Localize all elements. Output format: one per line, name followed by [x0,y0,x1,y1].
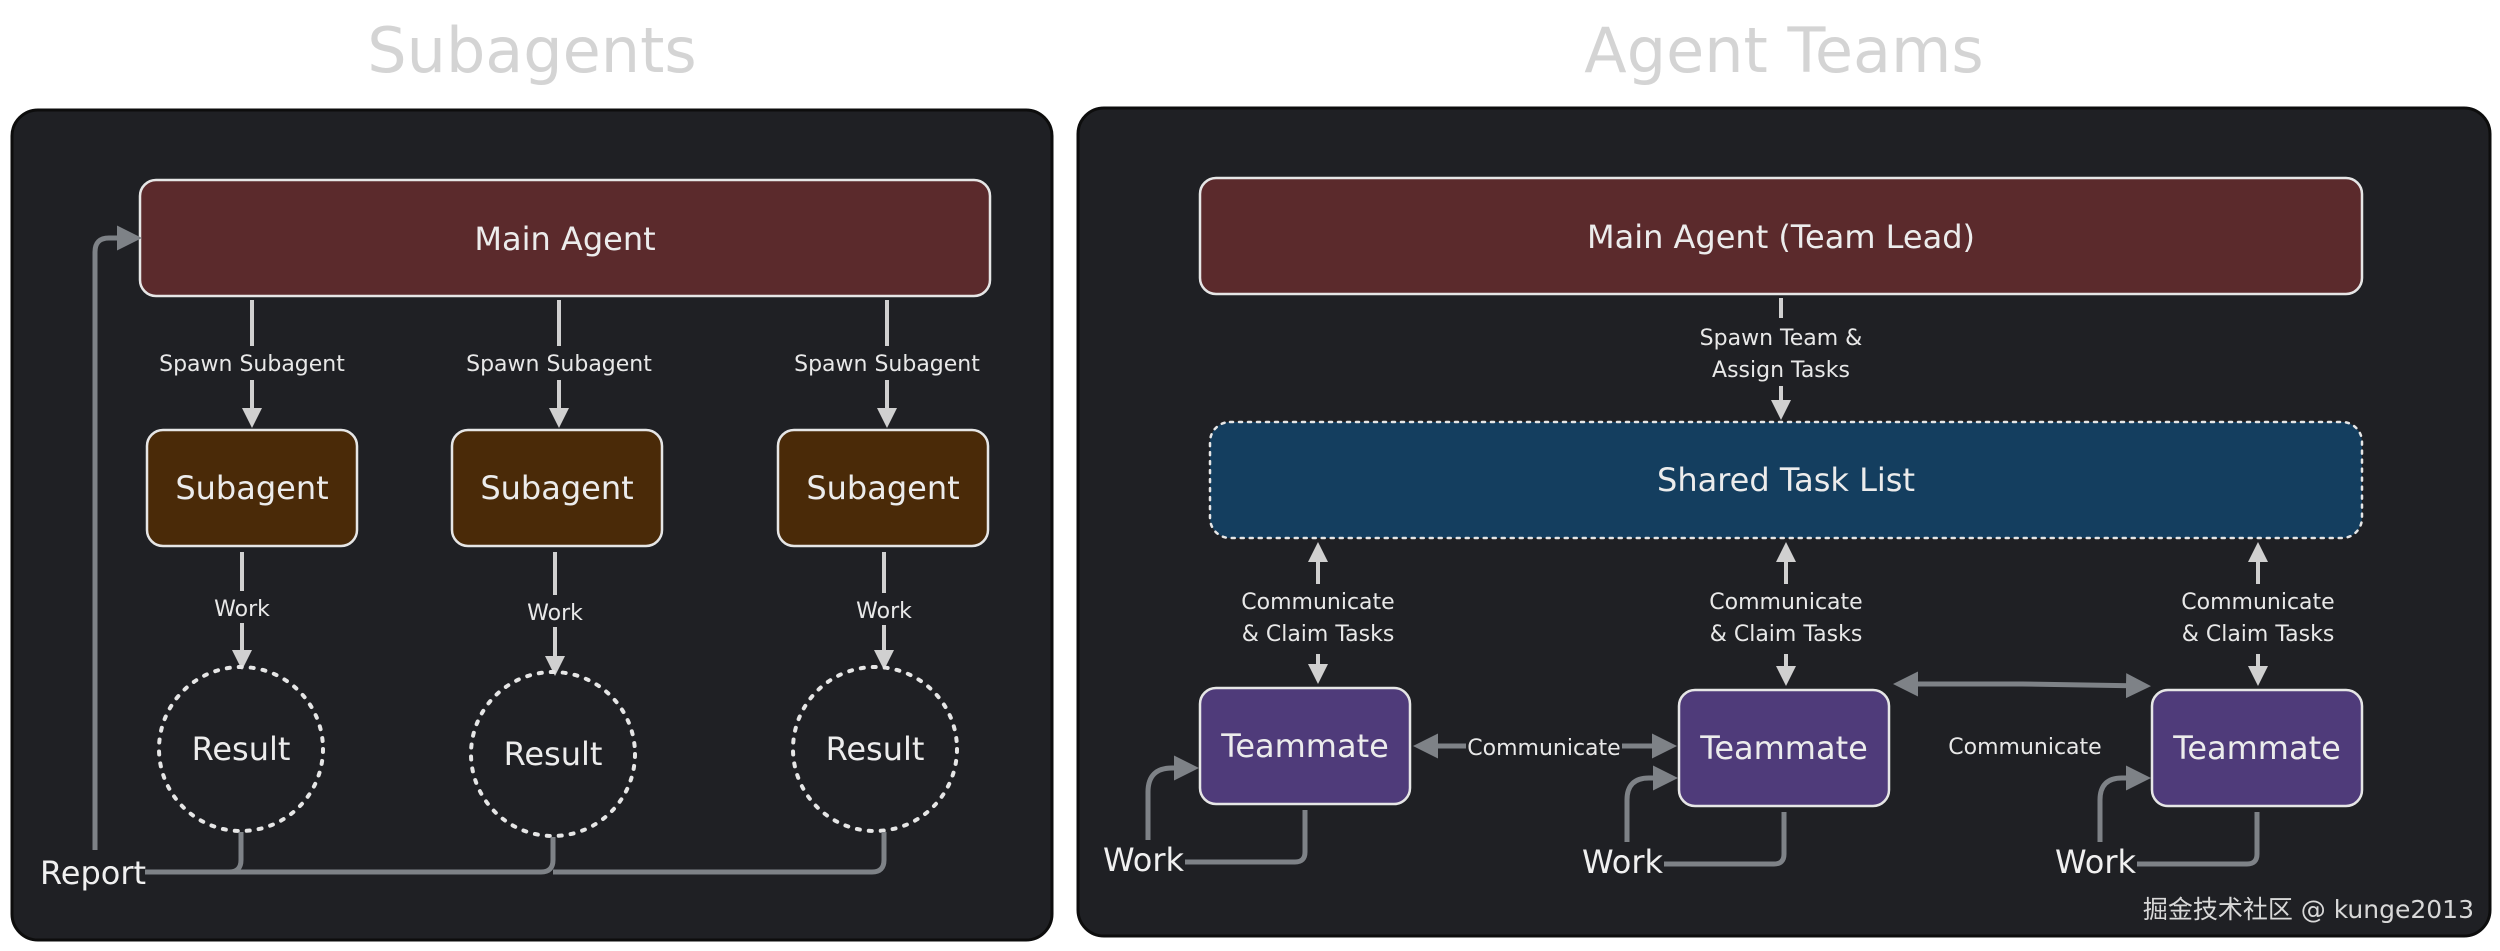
watermark: 掘金技术社区 @ kunge2013 [2143,895,2474,924]
teammate-label: Teammate [2172,729,2341,767]
result-label: Result [192,730,291,768]
claim-tasks-label-line2: & Claim Tasks [1242,622,1395,647]
team-lead-label: Main Agent (Team Lead) [1587,218,1975,256]
teammate-label: Teammate [1220,727,1389,765]
spawn-subagent-label: Spawn Subagent [159,352,345,377]
result-node: Result [791,665,959,833]
communicate-arrow [1893,671,2151,699]
spawn-subagent-label: Spawn Subagent [794,352,980,377]
claim-tasks-label-line1: Communicate [1709,590,1862,615]
work-loop-arrow [1145,768,1308,865]
teammate-box: Teammate [2150,688,2364,808]
communicate-label: Communicate [1467,736,1620,761]
work-label: Work [527,601,583,626]
result-node: Result [469,670,637,838]
teammate-box: Teammate [1677,688,1891,808]
main-agent-box: Main Agent [138,178,992,298]
spawn-team-label-line1: Spawn Team & [1700,326,1863,351]
shared-task-list-box: Shared Task List [1208,420,2364,540]
teammate-label: Teammate [1699,729,1868,767]
spawn-team-label-line2: Assign Tasks [1712,358,1850,383]
subagent-box: Subagent [450,428,664,548]
work-label: Work [856,599,912,624]
claim-tasks-label-line1: Communicate [1241,590,1394,615]
report-label: Report [40,854,146,892]
work-loop-arrow [1624,778,1787,867]
teammate-box: Teammate [1198,686,1412,806]
subagent-box: Subagent [145,428,359,548]
shared-task-list-label: Shared Task List [1657,461,1915,499]
subagent-box: Subagent [776,428,990,548]
result-label: Result [504,735,603,773]
spawn-subagent-label: Spawn Subagent [466,352,652,377]
report-arrow [92,225,142,850]
result-node: Result [157,665,325,833]
subagents-title: Subagents [367,14,697,87]
result-label: Result [826,730,925,768]
work-loop-arrow [2097,778,2260,867]
work-label: Work [214,597,270,622]
work-label: Work [1103,841,1185,879]
claim-tasks-label-line2: & Claim Tasks [1710,622,1863,647]
subagent-label: Subagent [806,469,959,507]
work-label: Work [1582,843,1664,881]
agent-teams-title: Agent Teams [1584,14,1984,87]
report-connector [145,832,887,875]
team-lead-box: Main Agent (Team Lead) [1198,176,2364,296]
main-agent-label: Main Agent [474,220,655,258]
claim-tasks-label-line1: Communicate [2181,590,2334,615]
subagent-label: Subagent [480,469,633,507]
work-label: Work [2055,843,2137,881]
subagent-label: Subagent [175,469,328,507]
communicate-label: Communicate [1948,735,2101,760]
claim-tasks-label-line2: & Claim Tasks [2182,622,2335,647]
